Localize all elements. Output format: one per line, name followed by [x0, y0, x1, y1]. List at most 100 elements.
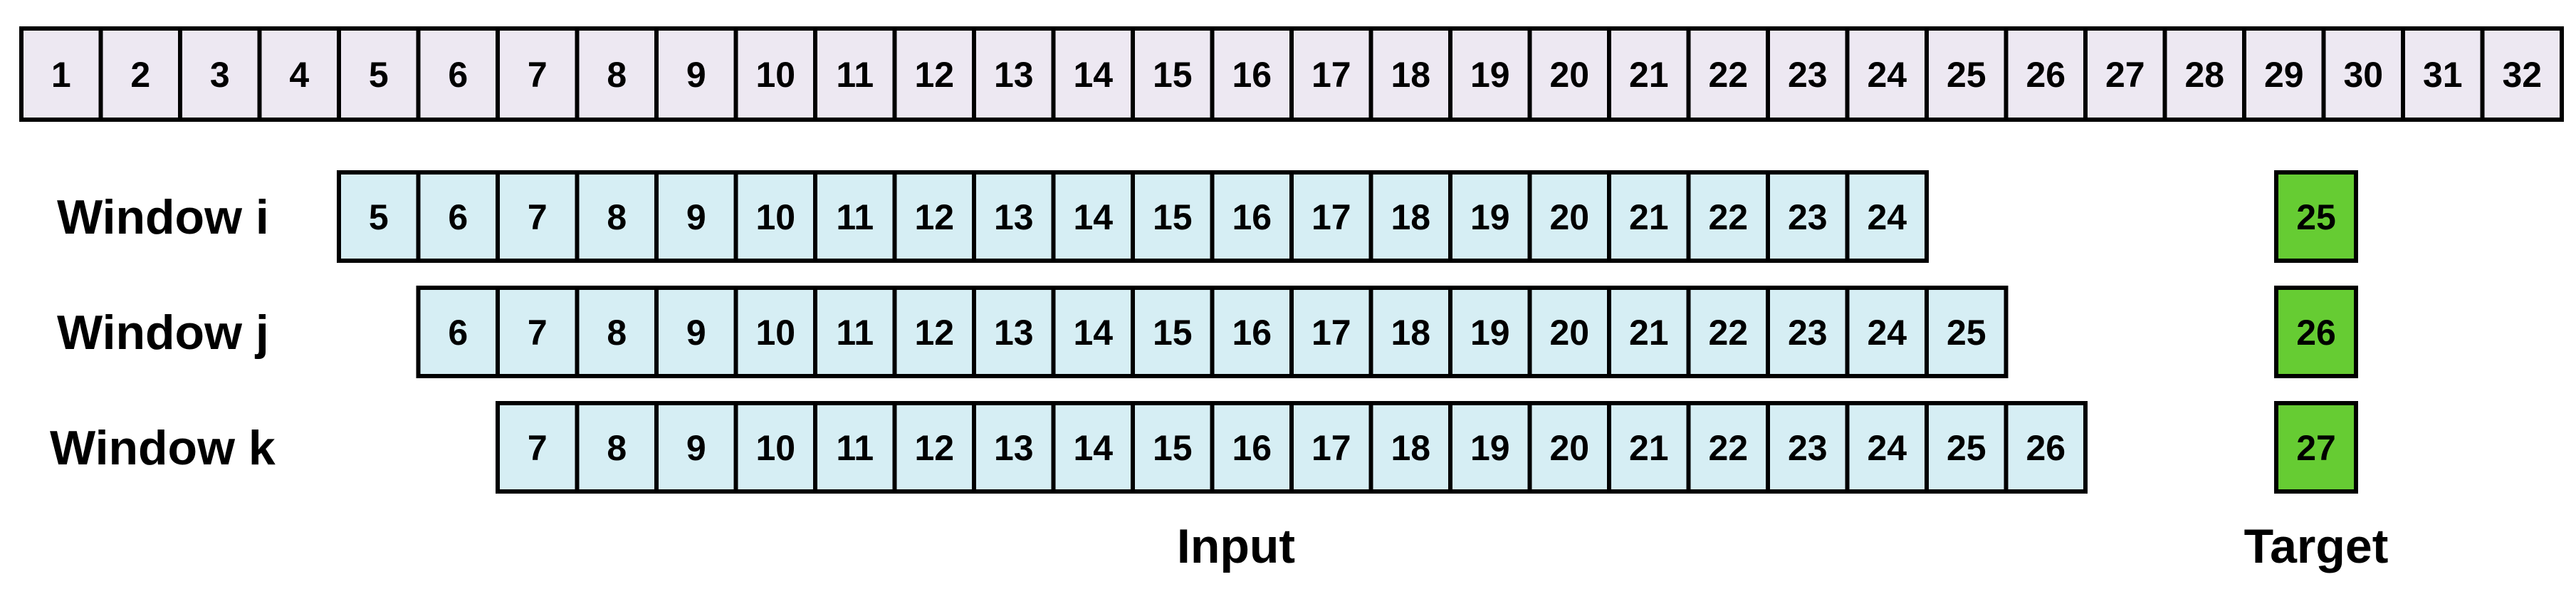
sequence-cell-value: 6 — [448, 55, 468, 95]
input-cell-value: 9 — [686, 313, 706, 353]
input-cell-box — [1607, 170, 1691, 263]
input-cell-box — [1925, 286, 2009, 378]
sequence-cell-value: 19 — [1470, 55, 1510, 95]
sequence-cell: 18 — [1368, 26, 1452, 122]
input-cell: 10 — [733, 286, 817, 378]
sequence-cell: 2 — [98, 26, 182, 122]
sequence-cell: 30 — [2321, 26, 2405, 122]
sequence-cell-box — [733, 26, 817, 122]
input-cell-box — [1448, 286, 1532, 378]
input-cell-box — [1368, 286, 1452, 378]
input-cell-value: 17 — [1311, 197, 1351, 237]
sequence-cell: 23 — [1766, 26, 1850, 122]
sequence-cell-value: 17 — [1311, 55, 1351, 95]
sequence-cell: 20 — [1527, 26, 1611, 122]
input-cell: 22 — [1686, 286, 1770, 378]
sequence-cell-value: 26 — [2026, 55, 2065, 95]
input-cell-box — [1051, 401, 1135, 494]
input-cell: 8 — [575, 170, 659, 263]
input-cell-box — [1051, 170, 1135, 263]
sequence-cell: 14 — [1051, 26, 1135, 122]
input-cell-value: 24 — [1867, 313, 1907, 353]
sequence-cell: 25 — [1925, 26, 2009, 122]
sequence-cell-value: 1 — [51, 55, 71, 95]
input-cell: 7 — [496, 286, 580, 378]
input-cell-value: 15 — [1153, 428, 1193, 468]
window-label: Window j — [57, 306, 269, 360]
input-cell-value: 14 — [1073, 313, 1113, 353]
input-cell-value: 15 — [1153, 197, 1193, 237]
input-cell: 11 — [813, 401, 897, 494]
sequence-cell-box — [1766, 26, 1850, 122]
input-cell-value: 8 — [607, 197, 627, 237]
input-cell-value: 22 — [1708, 313, 1748, 353]
input-cell: 12 — [892, 170, 976, 263]
input-cell-value: 25 — [1947, 428, 1986, 468]
input-cell-value: 16 — [1232, 197, 1272, 237]
sequence-cell-value: 28 — [2184, 55, 2224, 95]
input-cell: 17 — [1289, 170, 1373, 263]
input-cell-value: 24 — [1867, 428, 1907, 468]
input-cell-value: 11 — [836, 197, 874, 237]
input-cell-value: 5 — [369, 197, 389, 237]
input-cell-box — [1527, 170, 1611, 263]
input-cell-value: 21 — [1629, 428, 1669, 468]
sequence-cell-value: 3 — [210, 55, 230, 95]
input-cell-value: 18 — [1391, 197, 1430, 237]
input-cell: 22 — [1686, 401, 1770, 494]
sequence-cell-box — [1527, 26, 1611, 122]
input-cell: 8 — [575, 401, 659, 494]
input-cell: 16 — [1210, 170, 1294, 263]
sequence-cell-value: 13 — [994, 55, 1034, 95]
input-cell-value: 23 — [1788, 197, 1828, 237]
window-label: Window i — [57, 190, 269, 244]
sequence-cell-value: 10 — [755, 55, 795, 95]
sequence-cell: 4 — [257, 26, 341, 122]
input-cell-value: 22 — [1708, 428, 1748, 468]
target-cell-value: 25 — [2296, 197, 2336, 237]
input-cell-box — [1766, 170, 1850, 263]
input-cell-box — [2004, 401, 2088, 494]
input-cell: 21 — [1607, 401, 1691, 494]
input-cell: 6 — [416, 286, 500, 378]
input-cell: 11 — [813, 170, 897, 263]
input-cell-value: 8 — [607, 428, 627, 468]
sequence-cell-value: 9 — [686, 55, 706, 95]
sequence-cell-box — [892, 26, 976, 122]
input-cell: 20 — [1527, 286, 1611, 378]
sequence-cell: 28 — [2162, 26, 2246, 122]
input-cell-box — [654, 170, 738, 263]
sequence-cell-box — [972, 26, 1056, 122]
input-cell: 21 — [1607, 286, 1691, 378]
target-label: Target — [2244, 519, 2389, 573]
input-cell: 17 — [1289, 401, 1373, 494]
input-cell-box — [416, 286, 500, 378]
input-cell-value: 12 — [914, 197, 954, 237]
sequence-cell: 29 — [2242, 26, 2326, 122]
input-cell: 25 — [1925, 401, 2009, 494]
input-cell: 17 — [1289, 286, 1373, 378]
input-cell-value: 7 — [528, 428, 548, 468]
sequence-cell-value: 32 — [2502, 55, 2542, 95]
input-cell: 18 — [1368, 170, 1452, 263]
target-cell-box — [2274, 286, 2358, 378]
input-cell-value: 17 — [1311, 313, 1351, 353]
input-cell-value: 20 — [1549, 197, 1589, 237]
sequence-cell-value: 2 — [130, 55, 150, 95]
sequence-cell: 7 — [496, 26, 580, 122]
input-cell-value: 25 — [1947, 313, 1986, 353]
input-cell-box — [575, 286, 659, 378]
input-cell-value: 19 — [1470, 428, 1510, 468]
input-cell-box — [972, 170, 1056, 263]
sequence-cell-box — [98, 26, 182, 122]
input-cell-box — [972, 401, 1056, 494]
sequence-cell: 15 — [1131, 26, 1215, 122]
target-cell: 27 — [2274, 401, 2358, 494]
sequence-cell: 10 — [733, 26, 817, 122]
input-cell-value: 19 — [1470, 313, 1510, 353]
sequence-cell: 11 — [813, 26, 897, 122]
input-cell-box — [892, 286, 976, 378]
